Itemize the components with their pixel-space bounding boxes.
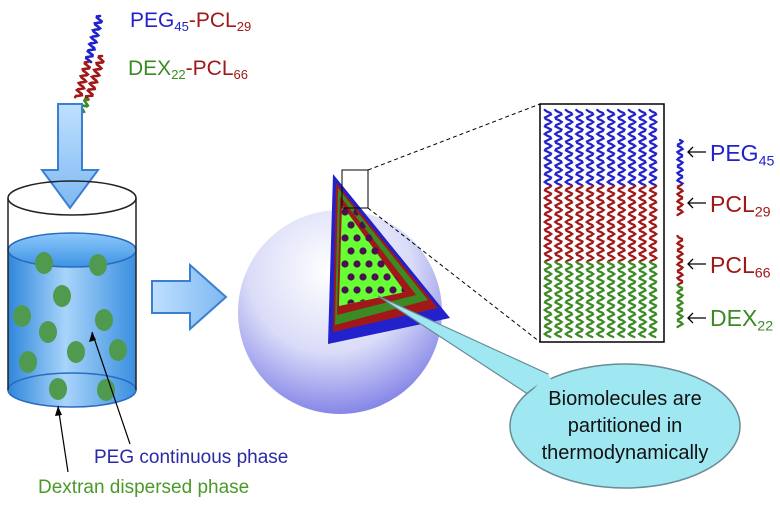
down-arrow-icon: [40, 103, 100, 210]
layer-chain-icons: [675, 138, 685, 329]
dextran-core: [339, 205, 405, 306]
layer-label-pcl-29: PCL29: [710, 191, 771, 221]
zoom-region-box: [341, 169, 369, 209]
membrane-detail-panel: [539, 103, 665, 343]
dextran-droplets: [13, 252, 127, 401]
dispersed-phase-pointer: [57, 405, 69, 473]
callout-line-2: partitioned in: [567, 415, 683, 437]
layer-label-peg: PEG45: [710, 140, 775, 170]
callout-line-3: thermodynamically: [541, 442, 709, 464]
callout-bubble: [509, 363, 741, 489]
continuous-phase-label: PEG continuous phase: [94, 447, 289, 468]
right-arrow-icon: [151, 262, 228, 332]
polymersome-sphere: [238, 174, 450, 414]
continuous-phase-pointer: [91, 331, 131, 445]
layer-label-arrows: [687, 146, 706, 324]
dispersed-phase-label: Dextran dispersed phase: [38, 477, 250, 498]
callout-line-1: Biomolecules are: [548, 388, 702, 410]
copolymer-chains-icon: [73, 14, 106, 120]
beaker-rim: [7, 180, 137, 216]
beaker: [7, 180, 137, 408]
layer-label-pcl-66: PCL66: [710, 252, 771, 282]
dex-pcl-legend-label: DEX22-PCL66: [128, 57, 249, 83]
callout-text: Biomolecules are partitioned in thermody…: [512, 386, 738, 467]
water-surface: [7, 232, 137, 268]
layer-label-dex: DEX22: [710, 305, 774, 335]
peg-pcl-legend-label: PEG45-PCL29: [130, 9, 252, 35]
